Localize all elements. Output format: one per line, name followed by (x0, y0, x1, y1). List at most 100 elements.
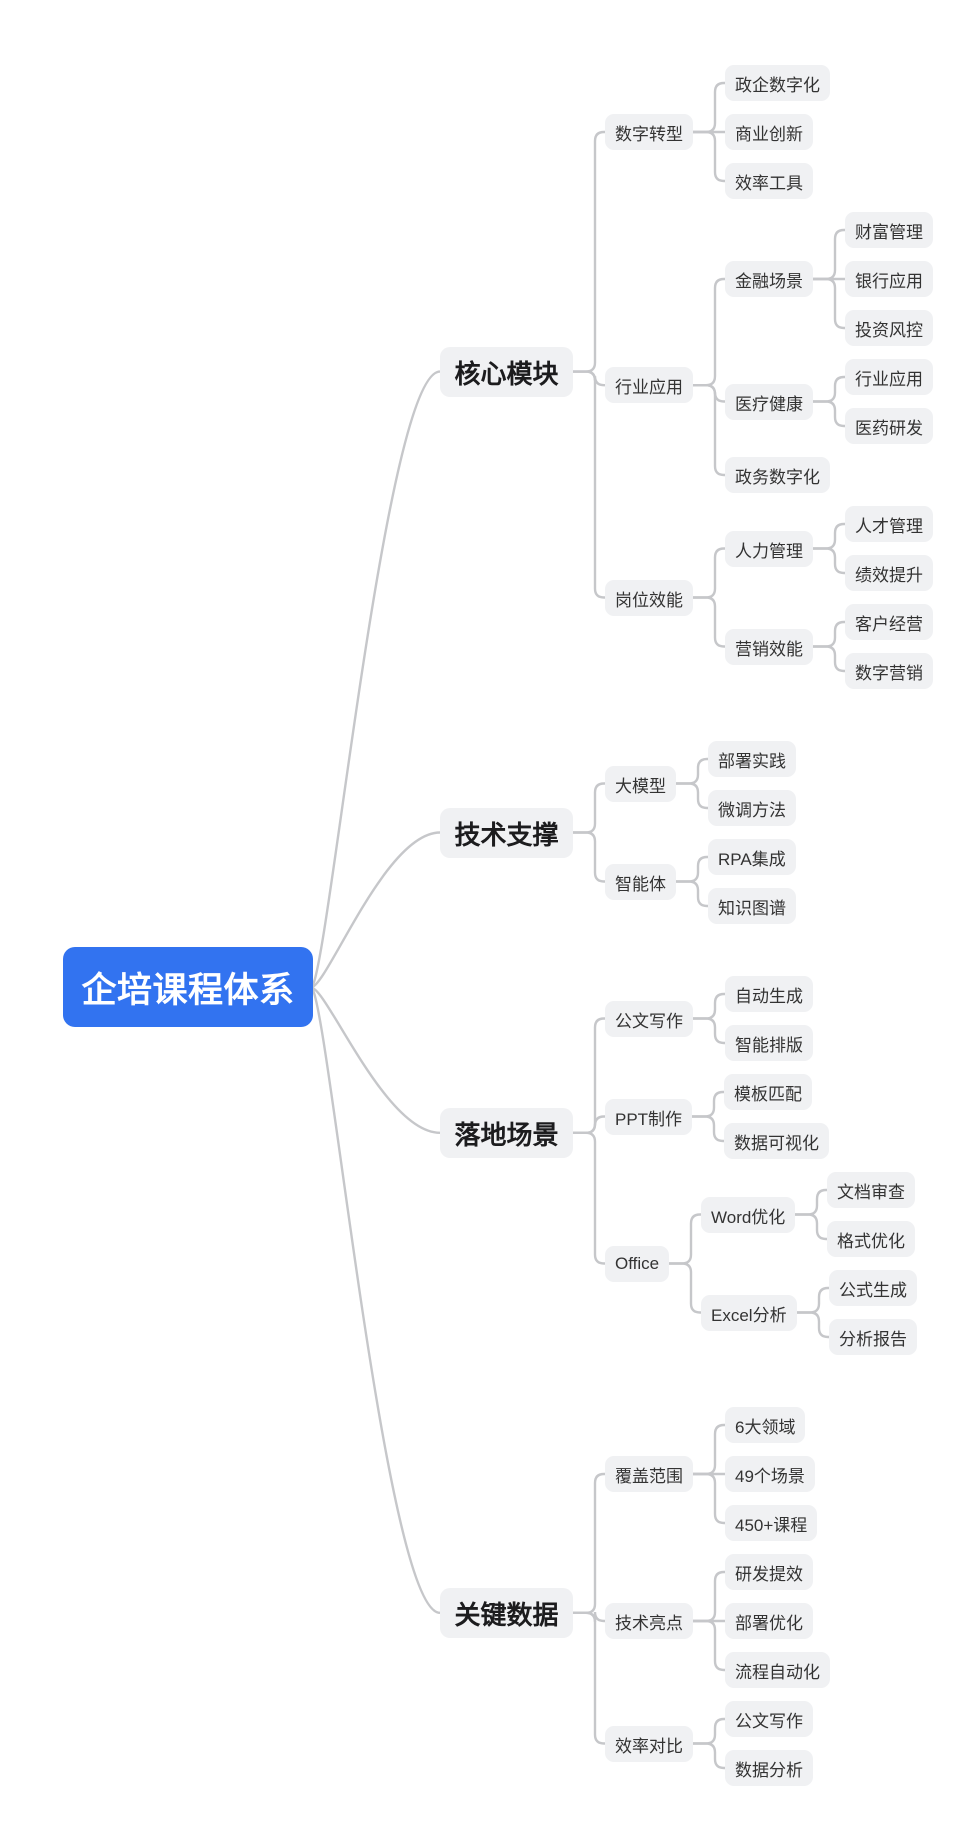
connector (667, 1213, 703, 1265)
sub-topic[interactable]: 流程自动化 (725, 1652, 830, 1688)
connector (691, 1717, 727, 1745)
sub-topic[interactable]: 研发提效 (725, 1554, 813, 1590)
sub-topic[interactable]: 营销效能 (725, 629, 813, 665)
sub-topic[interactable]: 分析报告 (829, 1319, 917, 1355)
sub-topic[interactable]: 文档审查 (827, 1172, 915, 1208)
connector (811, 645, 847, 673)
root-topic[interactable]: 企培课程体系 (63, 947, 313, 1027)
sub-topic[interactable]: 政务数字化 (725, 457, 830, 493)
sub-topic[interactable]: 医疗健康 (725, 384, 813, 420)
connector (793, 1188, 829, 1216)
connector (811, 228, 847, 281)
connector (691, 1472, 727, 1525)
connector (571, 1017, 607, 1135)
sub-topic[interactable]: 微调方法 (708, 790, 796, 826)
sub-topic[interactable]: 人力管理 (725, 531, 813, 567)
sub-topic[interactable]: 政企数字化 (725, 65, 830, 101)
connector (571, 1472, 607, 1615)
connector (571, 130, 607, 373)
sub-topic[interactable]: 银行应用 (845, 261, 933, 297)
connector (691, 81, 727, 134)
connector (674, 880, 710, 908)
sub-topic[interactable]: 金融场景 (725, 261, 813, 297)
connector (571, 1131, 607, 1265)
sub-topic[interactable]: 公式生成 (829, 1270, 917, 1306)
sub-topic[interactable]: 行业应用 (605, 367, 693, 403)
connector (811, 277, 847, 330)
sub-topic[interactable]: 技术亮点 (605, 1603, 693, 1639)
branch-topic[interactable]: 关键数据 (440, 1588, 573, 1638)
sub-topic[interactable]: 部署实践 (708, 741, 796, 777)
branch-topic[interactable]: 落地场景 (440, 1108, 573, 1158)
sub-topic[interactable]: 知识图谱 (708, 888, 796, 924)
sub-topic[interactable]: 投资风控 (845, 310, 933, 346)
connector (691, 596, 727, 648)
branch-topic[interactable]: 核心模块 (440, 347, 573, 397)
sub-topic[interactable]: 客户经营 (845, 604, 933, 640)
sub-topic[interactable]: 49个场景 (725, 1456, 815, 1492)
sub-topic[interactable]: 格式优化 (827, 1221, 915, 1257)
sub-topic[interactable]: 自动生成 (725, 976, 813, 1012)
connector (811, 547, 847, 575)
connector (309, 370, 442, 989)
connector (811, 375, 847, 403)
connector (571, 370, 607, 387)
sub-topic[interactable]: 人才管理 (845, 506, 933, 542)
connector (691, 1423, 727, 1476)
sub-topic[interactable]: 智能体 (605, 864, 676, 900)
sub-topic[interactable]: 6大领域 (725, 1407, 806, 1443)
sub-topic[interactable]: Excel分析 (701, 1295, 797, 1331)
sub-topic[interactable]: 商业创新 (725, 114, 813, 150)
sub-topic[interactable]: 部署优化 (725, 1603, 813, 1639)
sub-topic[interactable]: 模板匹配 (724, 1074, 812, 1110)
connector (674, 757, 710, 785)
branch-topic[interactable]: 技术支撑 (440, 808, 573, 858)
connector (795, 1311, 831, 1339)
sub-topic[interactable]: 财富管理 (845, 212, 933, 248)
sub-topic[interactable]: 公文写作 (605, 1001, 693, 1037)
sub-topic[interactable]: 效率工具 (725, 163, 813, 199)
sub-topic[interactable]: 覆盖范围 (605, 1456, 693, 1492)
sub-topic[interactable]: 智能排版 (725, 1025, 813, 1061)
connector (691, 277, 727, 387)
sub-topic[interactable]: Word优化 (701, 1197, 796, 1233)
connector (793, 1213, 829, 1241)
sub-topic[interactable]: 绩效提升 (845, 555, 933, 591)
sub-topic[interactable]: 公文写作 (725, 1701, 813, 1737)
connector (691, 383, 727, 477)
sub-topic[interactable]: 数字转型 (605, 114, 693, 150)
sub-topic[interactable]: RPA集成 (708, 839, 796, 875)
connector (690, 1090, 726, 1118)
connector (691, 992, 727, 1020)
connector (811, 400, 847, 428)
connector (309, 986, 442, 1135)
sub-topic[interactable]: 数字营销 (845, 653, 933, 689)
connector (811, 620, 847, 648)
connector (811, 522, 847, 550)
connector (795, 1286, 831, 1314)
connector (674, 782, 710, 810)
sub-topic[interactable]: 行业应用 (845, 359, 933, 395)
connector (571, 1611, 607, 1745)
connector (691, 1742, 727, 1770)
sub-topic[interactable]: PPT制作 (605, 1099, 693, 1135)
sub-topic[interactable]: 数据分析 (725, 1750, 813, 1786)
connector (571, 370, 607, 599)
connector (691, 1619, 727, 1672)
sub-topic[interactable]: 岗位效能 (605, 580, 693, 616)
connector (309, 831, 442, 989)
connector (309, 986, 442, 1615)
sub-topic[interactable]: 效率对比 (605, 1726, 693, 1762)
sub-topic[interactable]: 450+课程 (725, 1505, 818, 1541)
connector (691, 1017, 727, 1045)
sub-topic[interactable]: 数据可视化 (724, 1123, 829, 1159)
sub-topic[interactable]: Office (605, 1246, 670, 1282)
connector (667, 1262, 703, 1314)
connector (571, 831, 607, 883)
connector (571, 782, 607, 834)
connector (674, 855, 710, 883)
sub-topic[interactable]: 医药研发 (845, 408, 933, 444)
sub-topic[interactable]: 大模型 (605, 766, 676, 802)
